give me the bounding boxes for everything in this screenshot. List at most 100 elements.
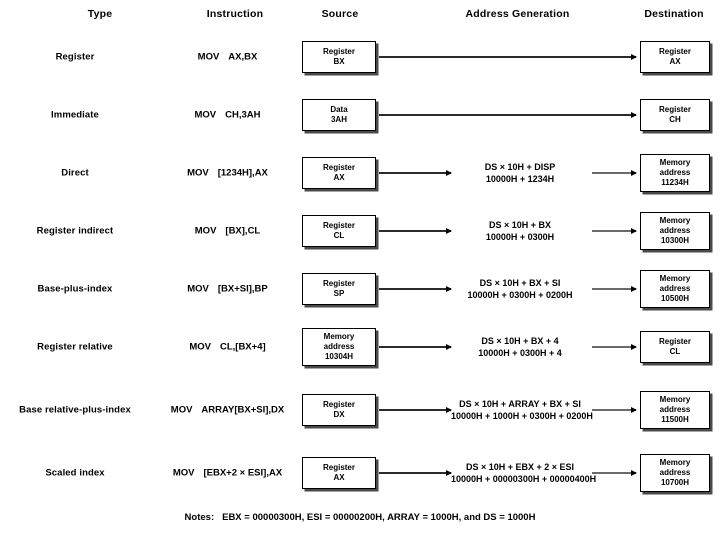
- notes-text: EBX = 00000300H, ESI = 00000200H, ARRAY …: [222, 512, 536, 523]
- address-formula: DS × 10H + ARRAY + BX + SI: [459, 398, 581, 409]
- destination-box-line1: Memory: [659, 216, 691, 226]
- address-values: 10000H + 0300H + 4: [478, 348, 562, 358]
- flow-arrow-calc-to-destination: [592, 230, 636, 232]
- address-formula: DS × 10H + BX + SI: [479, 277, 561, 288]
- destination-box-line1: Register: [658, 47, 691, 57]
- destination-box-line1: Register: [658, 337, 691, 347]
- flow-arrow-calc-to-destination: [592, 346, 636, 348]
- address-generation-text: DS × 10H + BX 10000H + 0300H: [451, 219, 589, 243]
- source-box-line2: AX: [333, 173, 345, 182]
- row-instruction: MOV CH,3AH: [150, 110, 305, 121]
- row-type-label: Immediate: [51, 109, 99, 121]
- source-box-line2: 3AH: [330, 115, 347, 124]
- source-box-line1: Register: [322, 47, 355, 57]
- instruction-mnemonic: MOV: [197, 51, 220, 63]
- row-type-label: Register indirect: [36, 225, 114, 237]
- row-type-label: Register relative: [37, 341, 113, 353]
- instruction-operands: CH,3AH: [225, 109, 261, 121]
- destination-box-line2: address: [659, 284, 691, 294]
- source-box-line1: Register: [322, 463, 355, 473]
- row-instruction: MOV[1234H],AX: [150, 168, 305, 179]
- destination-box-line1: Memory: [659, 158, 691, 168]
- flow-arrow-source-to-calc: [379, 346, 451, 348]
- flow-arrow-source-to-calc: [379, 288, 451, 290]
- destination-box-line3: 10300H: [660, 235, 690, 245]
- header-destination: Destination: [644, 8, 704, 20]
- address-formula: DS × 10H + BX: [488, 219, 552, 230]
- row-type-label: Scaled index: [45, 467, 105, 479]
- flow-arrow-direct: [379, 56, 636, 58]
- destination-box-line2: address: [659, 226, 691, 236]
- flow-arrow-calc-to-destination: [592, 472, 636, 474]
- header-type: Type: [87, 8, 113, 20]
- header-source: Source: [321, 8, 359, 20]
- instruction-mnemonic: MOV: [194, 225, 217, 237]
- row-instruction: MOV [BX],CL: [150, 226, 305, 237]
- notes: Notes:EBX = 00000300H, ESI = 00000200H, …: [0, 512, 720, 523]
- instruction-mnemonic: MOV: [194, 109, 217, 121]
- source-box-line2: AX: [333, 473, 345, 482]
- destination-box-line3: 10700H: [660, 477, 690, 487]
- column-headers: Type Instruction Source Address Generati…: [0, 8, 720, 28]
- instruction-operands: [BX],CL: [225, 225, 261, 237]
- row-instruction: MOV [EBX+2 × ESI],AX: [150, 468, 305, 479]
- source-box-line1: Register: [322, 221, 355, 231]
- instruction-mnemonic: MOV: [187, 167, 209, 179]
- destination-box-line3: 11500H: [661, 414, 689, 424]
- source-box-line1: Data: [330, 105, 348, 115]
- flow-arrow-source-to-calc: [379, 409, 451, 411]
- source-box-line1: Memory: [323, 332, 355, 342]
- header-instruction: Instruction: [206, 8, 264, 20]
- address-values: 10000H + 00000300H + 00000400H: [451, 474, 597, 484]
- flow-arrow-calc-to-destination: [592, 409, 636, 411]
- source-box-line1: Register: [322, 279, 355, 289]
- destination-box-line3: 10500H: [660, 293, 690, 303]
- address-values: 10000H + 1000H + 0300H + 0200H: [451, 411, 593, 421]
- flow-arrow-direct: [379, 114, 636, 116]
- instruction-operands: CL,[BX+4]: [219, 341, 266, 353]
- instruction-operands: [BX+SI],BP: [217, 283, 268, 295]
- destination-box-line1: Memory: [659, 395, 691, 405]
- instruction-mnemonic: MOV: [172, 467, 195, 479]
- row-type-label: Base-plus-index: [37, 283, 113, 295]
- source-box-line2: address: [323, 342, 355, 352]
- address-values: 10000H + 0300H: [485, 232, 555, 242]
- flow-arrow-calc-to-destination: [592, 288, 636, 290]
- instruction-mnemonic: MOV: [170, 404, 193, 416]
- row-type-label: Direct: [61, 167, 89, 179]
- flow-arrow-source-to-calc: [379, 230, 451, 232]
- flow-arrow-source-to-calc: [379, 172, 451, 174]
- header-address-generation: Address Generation: [465, 8, 570, 20]
- destination-box-line2: CL: [669, 347, 681, 356]
- source-box-line2: DX: [333, 410, 345, 419]
- destination-box-line2: address: [659, 468, 691, 478]
- instruction-operands: [EBX+2 × ESI],AX: [203, 467, 283, 479]
- row-instruction: MOV[BX+SI],BP: [150, 284, 305, 295]
- source-box-line3: 10304H: [324, 351, 354, 361]
